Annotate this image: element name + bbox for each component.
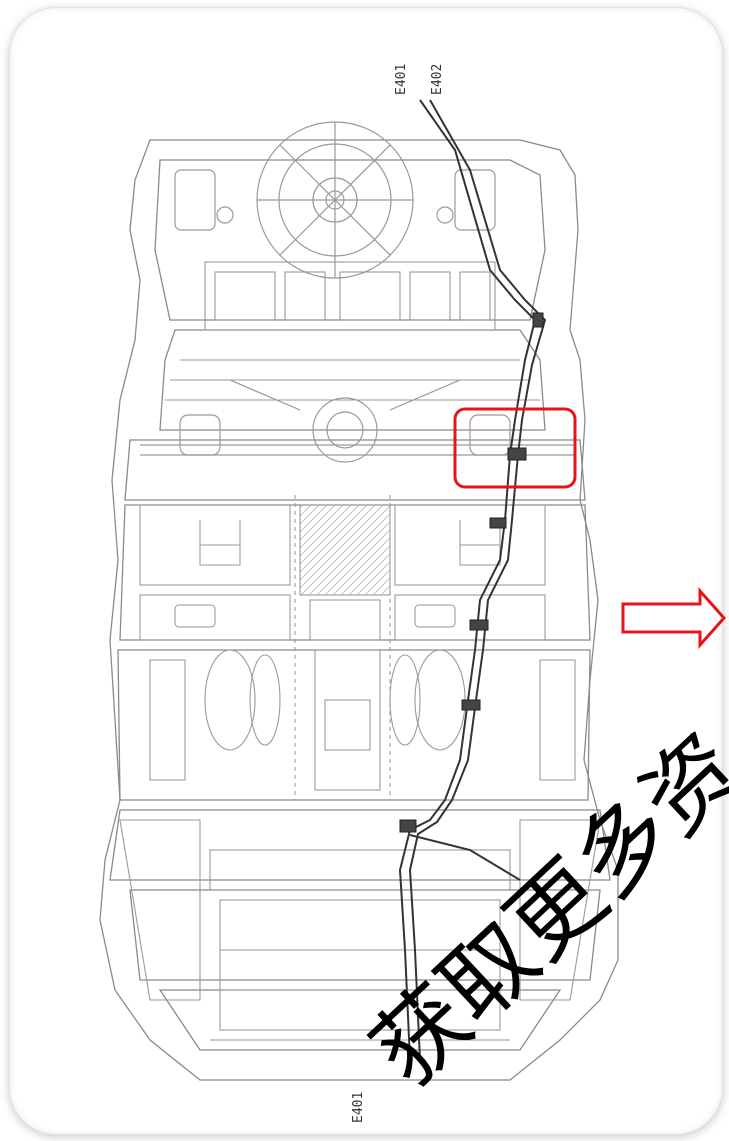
label-e401-top: E401	[394, 64, 409, 95]
spare-tire-well	[174, 121, 496, 279]
highlight-box	[453, 407, 577, 489]
floor-panels	[139, 495, 576, 800]
cross-members	[165, 261, 540, 401]
pipe-clips	[399, 312, 544, 833]
front-structure	[119, 819, 601, 1041]
label-e402-top: E402	[430, 64, 445, 95]
label-e401-bottom: E401	[351, 1092, 366, 1123]
rear-axle	[140, 379, 575, 463]
right-arrow-icon	[621, 587, 727, 649]
